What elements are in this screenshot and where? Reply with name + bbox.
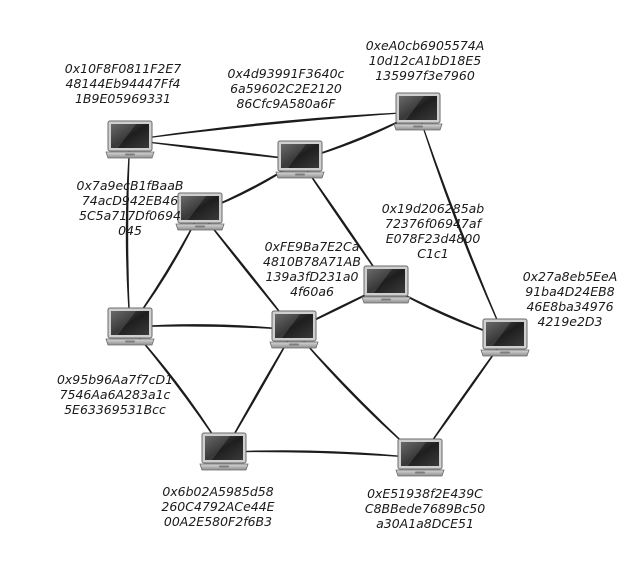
laptop-icon[interactable] bbox=[175, 192, 225, 231]
address-line: 0xE51938f2E439C bbox=[367, 486, 483, 501]
laptop-icon[interactable] bbox=[395, 438, 445, 477]
address-line: 4810B78A71AB bbox=[263, 254, 361, 269]
address-line: 86Cfc9A580a6F bbox=[236, 96, 336, 111]
connection-line bbox=[129, 324, 295, 331]
address-line: 0x6b02A5985d58 bbox=[162, 484, 273, 499]
address-line: 5C5a717Df0694 bbox=[79, 208, 181, 223]
address-line: C1c1 bbox=[417, 246, 449, 261]
address-line: 260C4792ACe44E bbox=[161, 499, 274, 514]
laptop-icon[interactable] bbox=[199, 432, 249, 471]
laptop-icon[interactable] bbox=[393, 92, 443, 131]
address-line: a30A1a8DCE51 bbox=[376, 516, 474, 531]
address-line: 045 bbox=[118, 223, 142, 238]
laptop-icon[interactable] bbox=[480, 318, 530, 357]
address-line: 0xFE9Ba7E2Ca bbox=[265, 239, 360, 254]
address-line: 0x95b96Aa7f7cD1 bbox=[57, 372, 173, 387]
address-line: 1B9E05969331 bbox=[75, 91, 171, 106]
computer-nodes bbox=[105, 92, 530, 477]
address-line: 135997f3e7960 bbox=[375, 68, 475, 83]
laptop-icon[interactable] bbox=[275, 140, 325, 179]
address-line: E078F23d4800 bbox=[386, 231, 481, 246]
address-line: 0x10F8F0811F2E7 bbox=[65, 61, 181, 76]
address-line: 0x4d93991F3640c bbox=[228, 66, 345, 81]
address-line: 48144Eb94447Ff4 bbox=[66, 76, 181, 91]
connection-line bbox=[129, 111, 419, 141]
address-line: 0xeA0cb6905574A bbox=[366, 38, 485, 53]
address-line: 91ba4D24EB8 bbox=[525, 284, 614, 299]
address-line: 10d12cA1bD18E5 bbox=[369, 53, 481, 68]
address-line: 74acD942EB46 bbox=[82, 193, 178, 208]
address-line: 0x7a9ecB1fBaaB bbox=[77, 178, 184, 193]
address-line: 00A2E580F2f6B3 bbox=[164, 514, 272, 529]
address-line: 6a59602C2E2120 bbox=[230, 81, 342, 96]
address-line: 0x19d206285ab bbox=[382, 201, 485, 216]
address-line: 7546Aa6A283a1c bbox=[60, 387, 171, 402]
laptop-icon[interactable] bbox=[361, 265, 411, 304]
laptop-icon[interactable] bbox=[105, 120, 155, 159]
address-line: 4219e2D3 bbox=[537, 314, 602, 329]
address-line: C8BBede7689Bc50 bbox=[365, 501, 485, 516]
address-line: 139a3fD231a0 bbox=[266, 269, 359, 284]
address-line: 46E8ba34976 bbox=[526, 299, 613, 314]
address-line: 4f60a6 bbox=[290, 284, 334, 299]
connection-line bbox=[223, 450, 421, 459]
laptop-icon[interactable] bbox=[269, 310, 319, 349]
address-line: 0x27a8eb5EeA bbox=[523, 269, 618, 284]
connection-line bbox=[129, 139, 301, 161]
address-line: 5E63369531Bcc bbox=[64, 402, 166, 417]
laptop-icon[interactable] bbox=[105, 307, 155, 346]
address-line: 72376f06947af bbox=[385, 216, 483, 231]
